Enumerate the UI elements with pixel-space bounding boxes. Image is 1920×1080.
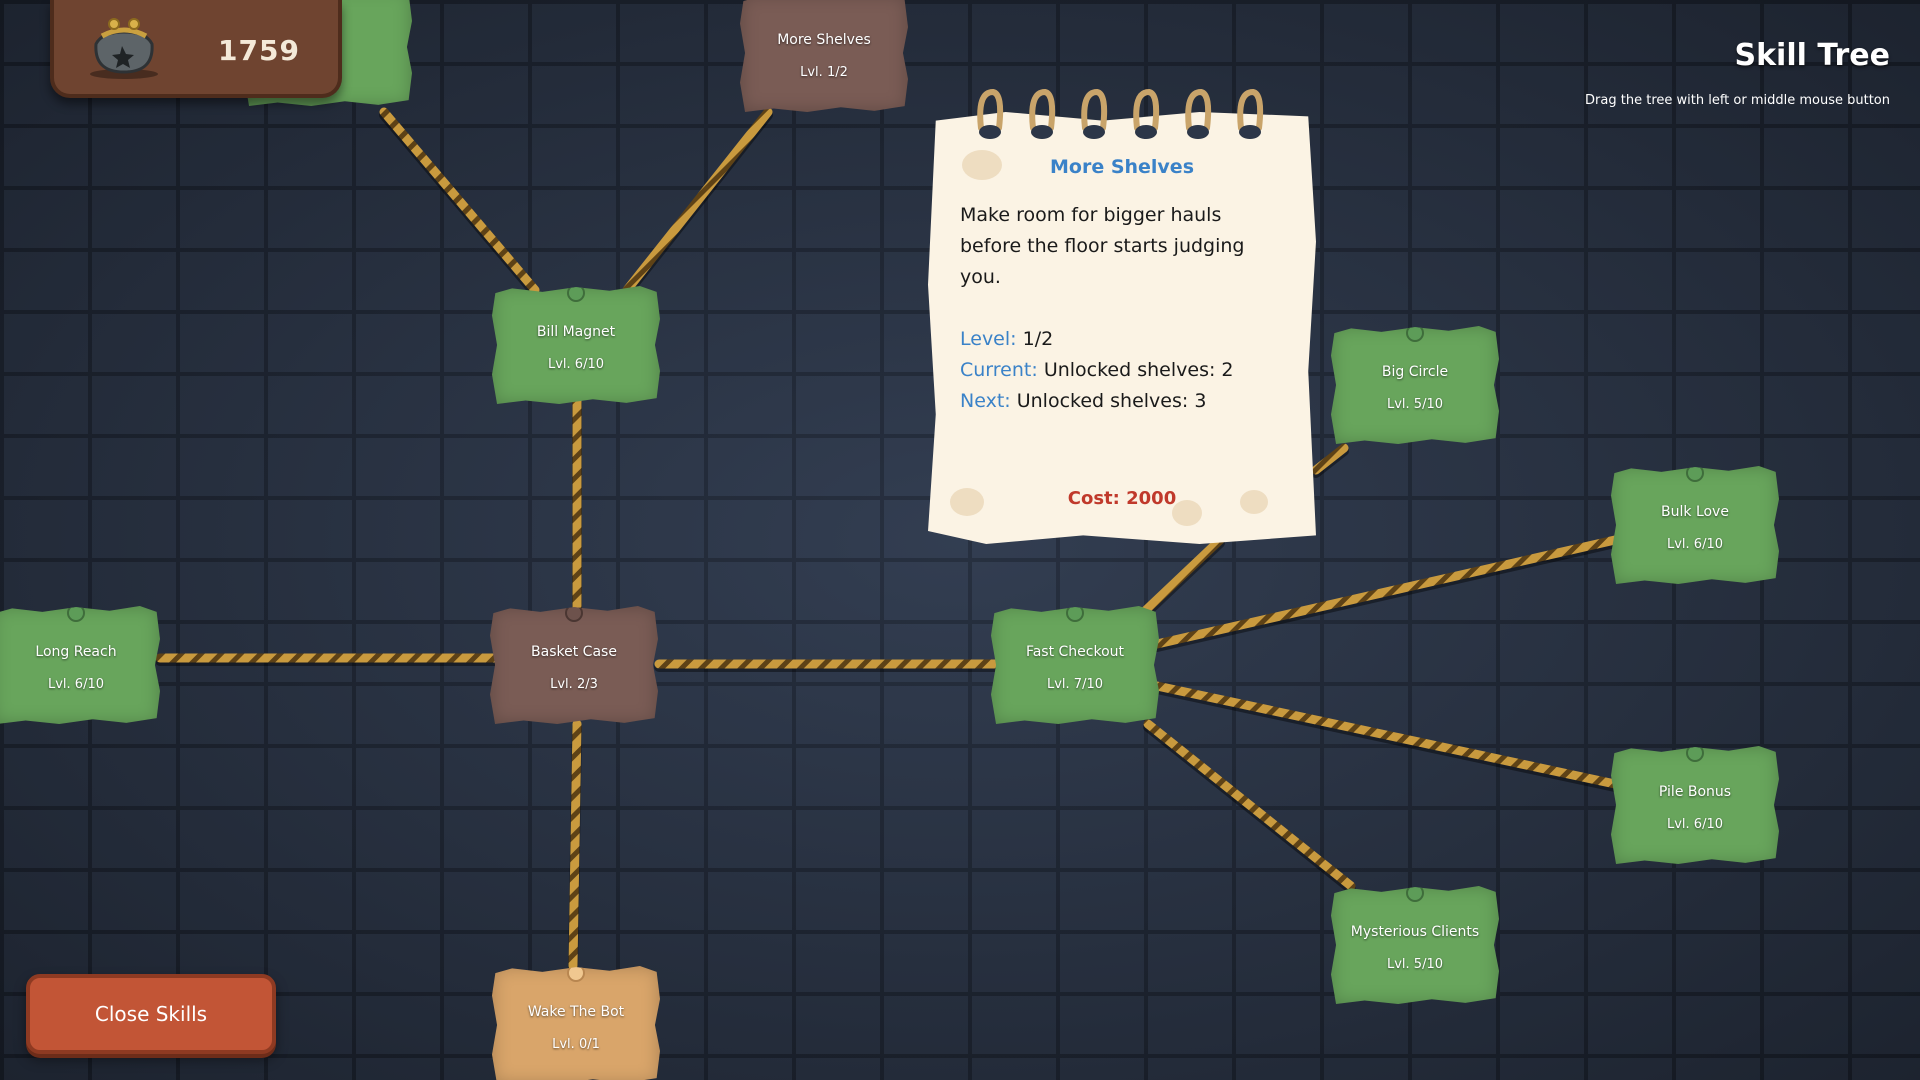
skill-connection-rope — [622, 107, 773, 295]
skill-connection-rope — [1139, 535, 1225, 617]
close-skills-button[interactable]: Close Skills — [26, 974, 276, 1054]
tooltip-current-label: Current: — [960, 359, 1038, 381]
tooltip-stats: Level: 1/2 Current: Unlocked shelves: 2 … — [960, 324, 1234, 417]
tooltip-next-row: Next: Unlocked shelves: 3 — [960, 386, 1234, 417]
tooltip-skill-name: More Shelves — [1049, 156, 1195, 178]
skill-node-level: Lvl. 6/10 — [1666, 537, 1723, 552]
pin-icon — [1406, 326, 1424, 342]
tooltip-current-row: Current: Unlocked shelves: 2 — [960, 355, 1234, 386]
currency-amount: 1759 — [218, 34, 300, 67]
page-title: Skill Tree — [1734, 38, 1890, 73]
skill-node-fast-checkout[interactable]: Fast Checkout Lvl. 7/10 — [991, 606, 1159, 724]
skill-node-name: Pile Bonus — [1658, 784, 1732, 800]
skill-node-name: Bill Magnet — [536, 324, 616, 340]
pin-icon — [1686, 466, 1704, 482]
skill-node-name: Wake The Bot — [527, 1004, 625, 1020]
skill-tooltip: More Shelves Make room for bigger hauls … — [928, 88, 1316, 544]
skill-connection-rope — [379, 107, 540, 295]
tooltip-level-value: 1/2 — [1022, 328, 1054, 350]
skill-node-bulk-love[interactable]: Bulk Love Lvl. 6/10 — [1611, 466, 1779, 584]
tooltip-level-row: Level: 1/2 — [960, 324, 1234, 355]
skill-node-level: Lvl. 1/2 — [800, 65, 848, 80]
skill-node-big-circle[interactable]: Big Circle Lvl. 5/10 — [1331, 326, 1499, 444]
skill-connection-rope — [568, 719, 582, 971]
skill-node-level: Lvl. 6/10 — [547, 357, 604, 372]
skill-node-name: Basket Case — [531, 644, 617, 660]
tooltip-current-value: Unlocked shelves: 2 — [1043, 359, 1234, 381]
skill-node-name: Big Circle — [1381, 364, 1449, 380]
skill-node-level: Lvl. 2/3 — [550, 677, 598, 692]
skill-node-wake-the-bot[interactable]: Wake The Bot Lvl. 0/1 — [492, 966, 660, 1080]
skill-node-level: Lvl. 6/10 — [47, 677, 104, 692]
skill-node-name: More Shelves — [777, 32, 871, 48]
pin-icon — [567, 286, 585, 302]
skill-connection-rope — [1311, 443, 1349, 475]
paper-stain — [1172, 500, 1202, 526]
header: Skill Tree Drag the tree with left or mi… — [1585, 38, 1890, 108]
paper-stain — [950, 488, 984, 516]
drag-hint: Drag the tree with left or middle mouse … — [1585, 93, 1890, 108]
skill-node-bill-magnet[interactable]: Bill Magnet Lvl. 6/10 — [492, 286, 660, 404]
tooltip-next-label: Next: — [960, 390, 1011, 412]
pin-icon — [1406, 886, 1424, 902]
skill-node-pile-bonus[interactable]: Pile Bonus Lvl. 6/10 — [1611, 746, 1779, 864]
skill-node-name: Fast Checkout — [1025, 644, 1125, 660]
tooltip-paper: More Shelves Make room for bigger hauls … — [928, 112, 1316, 544]
skill-node-more-shelves[interactable]: More Shelves Lvl. 1/2 — [740, 0, 908, 112]
skill-node-level: Lvl. 0/1 — [552, 1037, 600, 1052]
currency-panel: 1759 — [50, 0, 342, 98]
pin-icon — [1686, 746, 1704, 762]
coin-purse-icon — [90, 18, 158, 79]
tooltip-next-value: Unlocked shelves: 3 — [1016, 390, 1207, 412]
skill-node-name: Mysterious Clients — [1350, 924, 1480, 940]
tooltip-cost: Cost: 2000 — [1067, 488, 1177, 509]
skill-node-level: Lvl. 5/10 — [1386, 397, 1443, 412]
pin-icon — [67, 606, 85, 622]
pin-icon — [565, 606, 583, 622]
skill-node-name: Bulk Love — [1661, 504, 1729, 520]
paper-stain — [962, 150, 1002, 180]
skill-node-basket-case[interactable]: Basket Case Lvl. 2/3 — [490, 606, 658, 724]
skill-node-level: Lvl. 6/10 — [1666, 817, 1723, 832]
skill-node-level: Lvl. 5/10 — [1386, 957, 1443, 972]
pin-icon — [567, 966, 585, 982]
skill-node-long-reach[interactable]: Long Reach Lvl. 6/10 — [0, 606, 160, 724]
tooltip-level-label: Level: — [960, 328, 1017, 350]
skill-node-mysterious-clients[interactable]: Mysterious Clients Lvl. 5/10 — [1331, 886, 1499, 1004]
pin-icon — [1066, 606, 1084, 622]
paper-stain — [1240, 490, 1268, 514]
skill-node-name: Long Reach — [35, 644, 117, 660]
skill-connection-rope — [1152, 681, 1620, 789]
spiral-binding-icon — [977, 88, 1264, 139]
skill-connection-rope — [1143, 719, 1356, 891]
tooltip-description: Make room for bigger hauls before the fl… — [960, 204, 1245, 288]
skill-node-level: Lvl. 7/10 — [1046, 677, 1103, 692]
skill-connection-rope — [1152, 535, 1620, 649]
